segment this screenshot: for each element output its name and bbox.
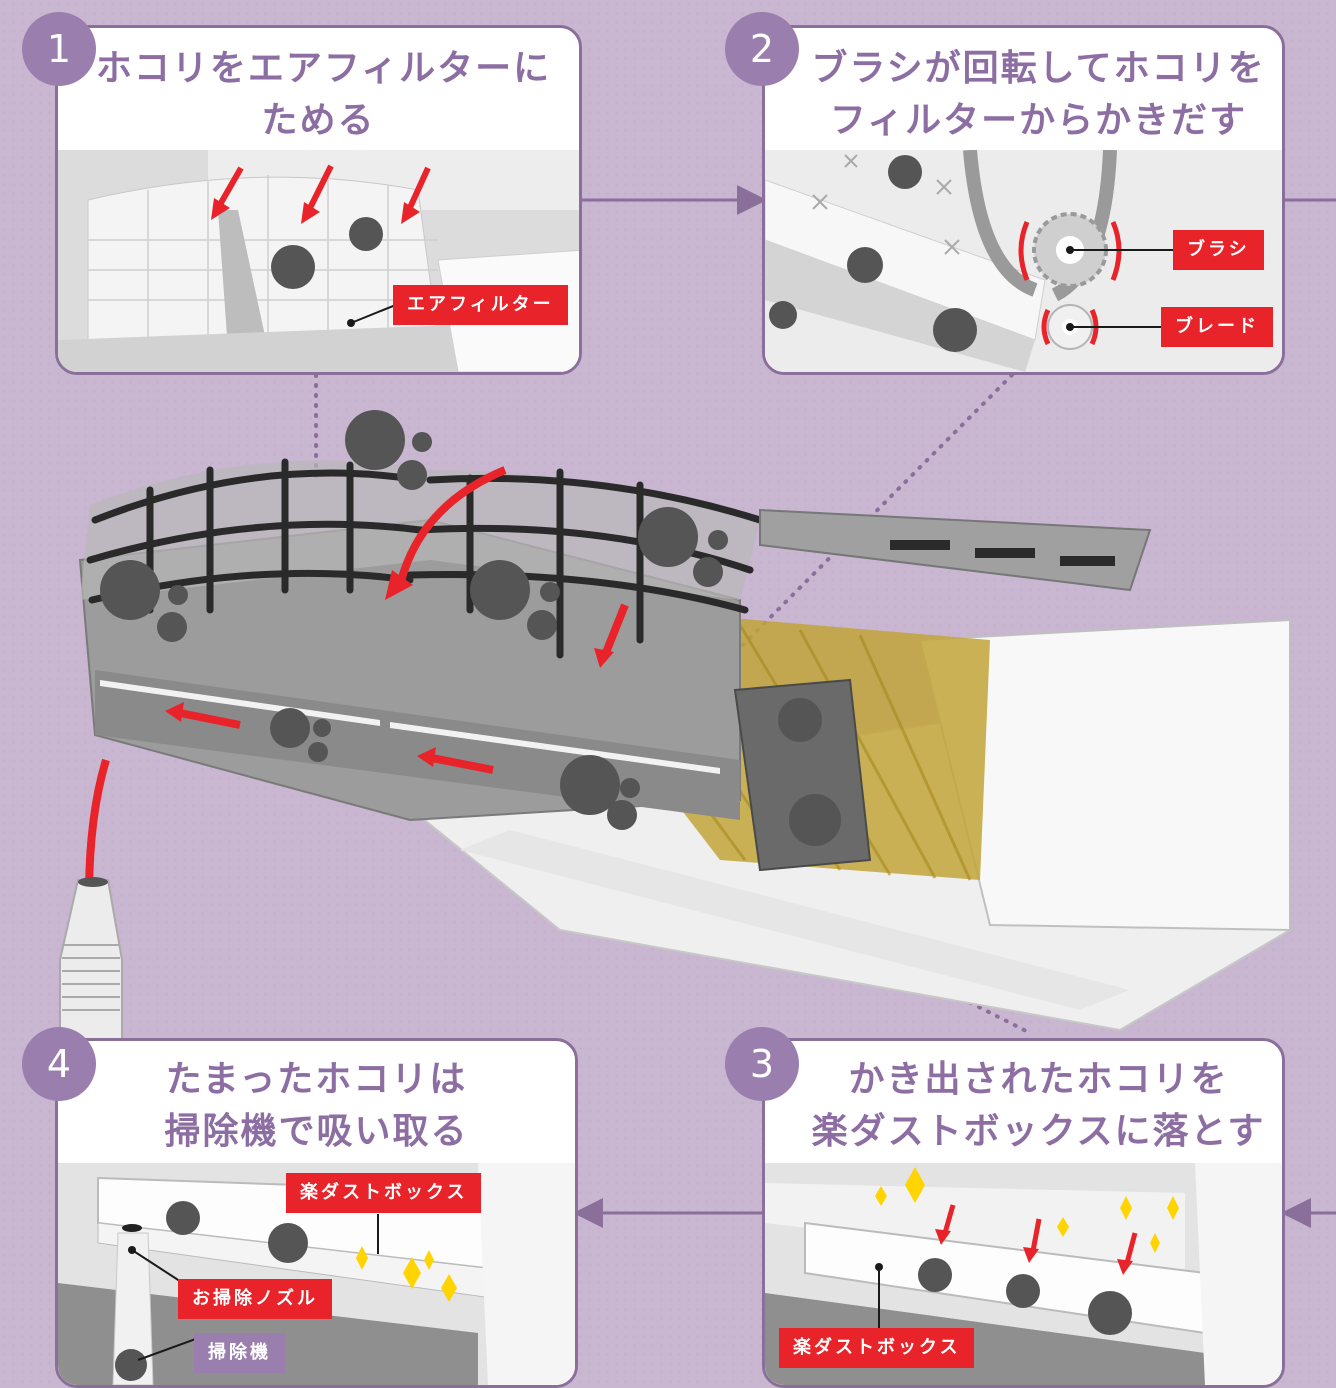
dustbox-label-p4: 楽ダストボックス	[286, 1173, 482, 1213]
step-2-panel: ブラシが回転してホコリを フィルターからかきだす ブラシ ブレード	[762, 25, 1285, 375]
step-2-badge: 2	[725, 12, 799, 86]
nozzle-label: お掃除ノズル	[178, 1279, 332, 1319]
step-1-illustration: エアフィルター	[58, 150, 579, 372]
step-3-title-line1: かき出されたホコリを	[848, 1059, 1229, 1100]
step-2-title-line1: ブラシが回転してホコリを	[811, 48, 1266, 89]
brush-pointer-line	[1070, 249, 1180, 251]
step-3-badge: 3	[725, 1027, 799, 1101]
step-4-title-line1: たまったホコリは	[165, 1059, 468, 1100]
dustbox-label-p3: 楽ダストボックス	[779, 1328, 975, 1368]
step-1-badge: 1	[22, 12, 96, 86]
step-1-title-line1: ホコリをエアフィルターに	[95, 48, 552, 89]
blade-pointer-line	[1070, 326, 1165, 328]
vacuum-label: 掃除機	[194, 1333, 285, 1373]
dustbox-pointer-line-p4	[377, 1214, 379, 1254]
air-filter-label: エアフィルター	[393, 285, 568, 325]
dustbox-pointer-dot-p3	[875, 1263, 883, 1271]
step-3-illustration: 楽ダストボックス	[765, 1163, 1282, 1385]
step-2-title-line2: フィルターからかきだす	[829, 100, 1248, 141]
blade-label: ブレード	[1161, 307, 1273, 347]
step-1-panel: ホコリをエアフィルターに ためる	[55, 25, 582, 375]
step-4-illustration: 楽ダストボックス お掃除ノズル 掃除機	[58, 1163, 575, 1385]
step-4-panel: たまったホコリは 掃除機で吸い取る 楽ダストボックス お掃除ノズル 掃除機	[55, 1038, 578, 1388]
step-2-illustration: ブラシ ブレード	[765, 150, 1282, 372]
step-4-title-line2: 掃除機で吸い取る	[164, 1111, 469, 1152]
brush-label: ブラシ	[1173, 230, 1264, 270]
step-3-panel: かき出されたホコリを 楽ダストボックスに落とす 楽ダストボックス	[762, 1038, 1285, 1388]
step-4-badge: 4	[22, 1027, 96, 1101]
step-1-title-line2: ためる	[261, 100, 376, 141]
step-3-title-line2: 楽ダストボックスに落とす	[811, 1111, 1266, 1152]
